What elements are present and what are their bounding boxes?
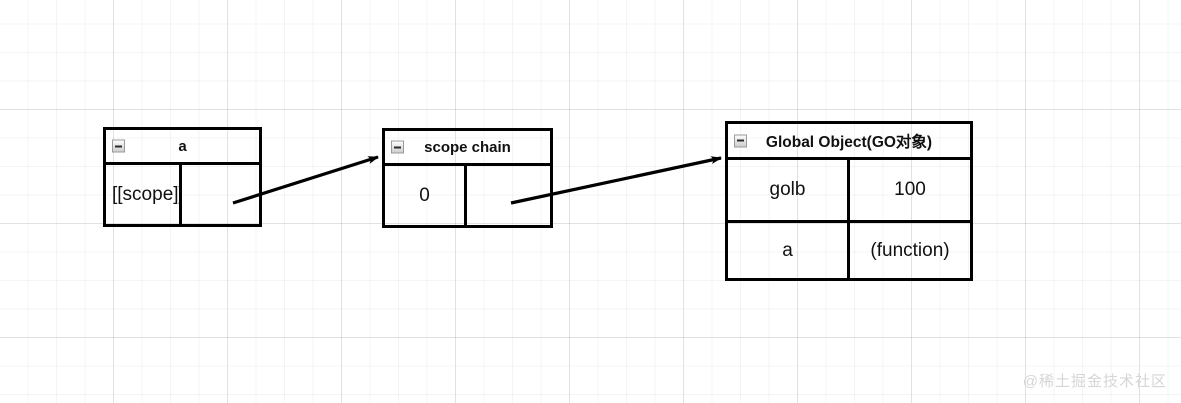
cell-value: (function) [870, 239, 950, 261]
box-scope-chain-title: scope chain [424, 138, 511, 156]
table-row: a (function) [728, 220, 970, 278]
box-global-object-title: Global Object(GO对象) [765, 133, 933, 151]
cell-value [467, 166, 547, 225]
box-scope-chain[interactable]: scope chain 0 [382, 128, 553, 228]
cell-key: a [728, 223, 850, 278]
collapse-minus-icon[interactable] [112, 139, 125, 153]
cell-key: [[scope]] [106, 165, 182, 224]
cell-value: 100 [894, 179, 926, 200]
box-global-object-header: Global Object(GO对象) [728, 124, 970, 160]
table-row: golb 100 [728, 160, 970, 220]
box-scope-chain-header: scope chain [385, 131, 550, 166]
collapse-minus-icon[interactable] [391, 140, 404, 154]
table-row: [[scope]] [106, 165, 259, 224]
table-row: 0 [385, 166, 550, 225]
cell-key: 0 [385, 166, 467, 225]
watermark: @稀土掘金技术社区 [1022, 373, 1167, 390]
box-a-header: a [106, 130, 259, 165]
box-a-title: a [178, 137, 187, 155]
box-function-a[interactable]: a [[scope]] [103, 127, 262, 227]
collapse-minus-icon[interactable] [734, 134, 747, 147]
cell-key: golb [728, 160, 850, 220]
cell-value [182, 165, 256, 224]
box-global-object[interactable]: Global Object(GO对象) golb 100 a (function… [725, 121, 973, 281]
